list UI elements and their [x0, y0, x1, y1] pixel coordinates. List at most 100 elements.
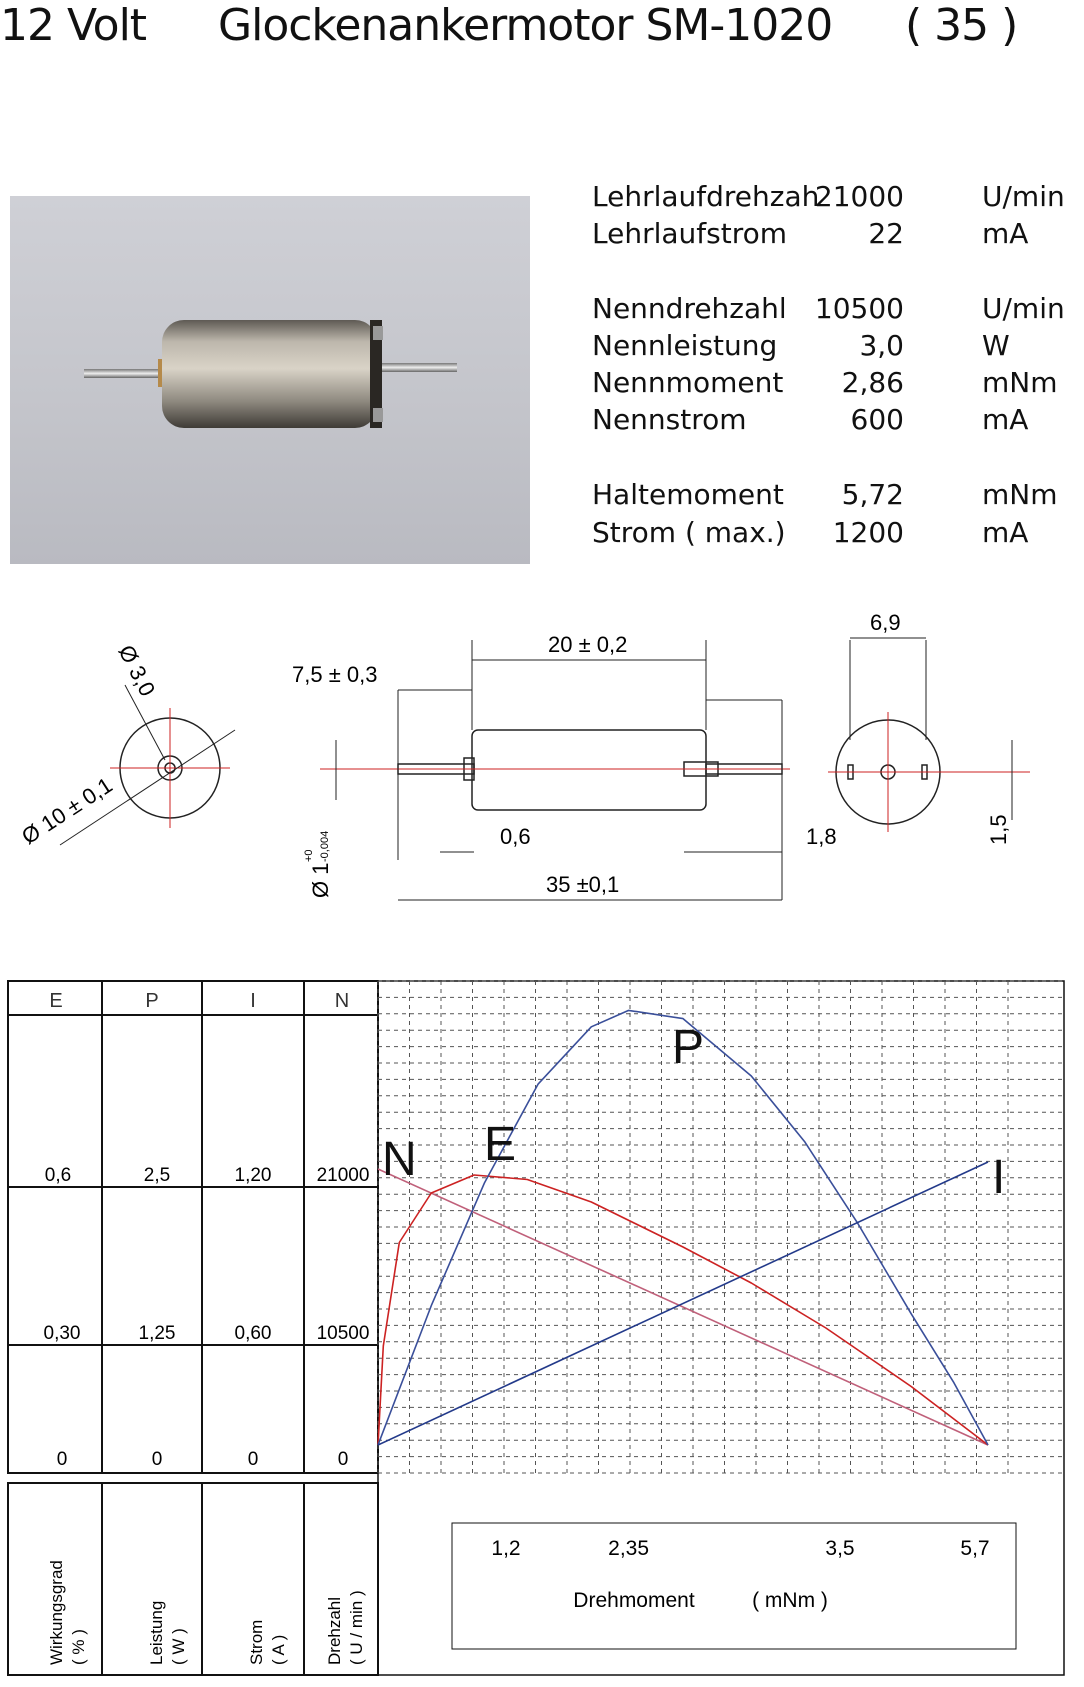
curve-label-i: I: [992, 1151, 1005, 1204]
curve-label-n: N: [382, 1133, 417, 1186]
table-cell: 0,6: [45, 1165, 71, 1186]
spec-label: Haltemoment: [592, 478, 784, 511]
spec-row: Haltemoment 5,72 mNm: [592, 478, 1072, 514]
dim-shaft: Ø 1: [308, 863, 333, 898]
table-cell: 0: [57, 1449, 68, 1470]
spec-row: Nenndrehzahl 10500 U/min: [592, 292, 1072, 328]
dim-total-len: 35 ±0,1: [546, 872, 619, 897]
table-cell: 2,5: [144, 1165, 170, 1186]
curve-i: [377, 1161, 989, 1446]
dim-term-spacing: 6,9: [870, 610, 901, 635]
spec-label: Nennstrom: [592, 403, 747, 436]
table-cell: 0,30: [44, 1323, 81, 1344]
spec-value: 3,0: [859, 329, 904, 362]
spec-value: 1200: [832, 516, 904, 549]
axis-label-power: Leistung: [147, 1601, 166, 1665]
axis-label-efficiency: Wirkungsgrad: [47, 1560, 66, 1665]
dim-shaft-tol-top: +0: [303, 849, 315, 862]
spec-row: Lehrlaufstrom 22 mA: [592, 217, 1072, 253]
chart-svg: E P I N 0,6 2,5 1,20 21000 0,30 1,25 0,6…: [7, 980, 1065, 1676]
title-code: ( 35 ): [905, 0, 1018, 51]
axis-unit-power: ( W ): [169, 1628, 188, 1665]
header-i: I: [250, 990, 256, 1012]
table-cell: 0: [338, 1449, 349, 1470]
title-motor-name: Glockenankermotor SM-1020: [218, 0, 833, 51]
front-view: [59, 684, 236, 846]
table-values: 0,6 2,5 1,20 21000 0,30 1,25 0,60 10500 …: [44, 1165, 370, 1470]
dim-body-dia: Ø 10 ± 0,1: [17, 772, 117, 849]
spec-value: 21000: [814, 180, 904, 213]
dim-collar: 0,6: [500, 824, 531, 849]
x-axis-unit: ( mNm ): [752, 1589, 828, 1612]
spec-row: Nennmoment 2,86 mNm: [592, 366, 1072, 402]
spec-value: 5,72: [841, 478, 904, 511]
table-cell: 1,20: [235, 1165, 272, 1186]
spec-label: Lehrlaufdrehzah: [592, 180, 820, 213]
axis-unit-current: ( A ): [269, 1635, 288, 1665]
curve-label-e: E: [484, 1118, 516, 1171]
curve-label-p: P: [672, 1021, 704, 1074]
spec-unit: U/min: [982, 180, 1065, 213]
table-cell: 0: [152, 1449, 163, 1470]
spec-label: Strom ( max.): [592, 516, 786, 549]
axis-label-speed: Drehzahl: [325, 1597, 344, 1665]
spec-row: Lehrlaufdrehzah 21000 U/min: [592, 180, 1072, 216]
header-n: N: [335, 990, 349, 1012]
title-voltage: 12 Volt: [0, 0, 147, 51]
axis-unit-efficiency: ( % ): [69, 1629, 88, 1665]
page-title: 12 Volt Glockenankermotor SM-1020 ( 35 ): [0, 0, 1084, 60]
spec-unit: mNm: [982, 478, 1058, 511]
spec-unit: mA: [982, 516, 1029, 549]
header-p: P: [145, 990, 158, 1012]
header-e: E: [49, 990, 62, 1012]
curve-e: [377, 1174, 989, 1446]
table-cell: 10500: [317, 1323, 370, 1344]
x-axis-label: Drehmoment: [573, 1589, 695, 1612]
spec-value: 2,86: [841, 366, 904, 399]
spec-unit: U/min: [982, 292, 1065, 325]
x-tick-labels: 1,2 2,35 3,5 5,7: [491, 1537, 989, 1560]
spec-label: Lehrlaufstrom: [592, 217, 788, 250]
spec-unit: W: [982, 329, 1010, 362]
x-tick-label: 3,5: [825, 1537, 854, 1560]
spec-value: 10500: [814, 292, 904, 325]
technical-drawing: Ø 3,0 Ø 10 ± 0,1 20 ± 0,2 7,5 ± 0,3 0,6 …: [0, 600, 1084, 940]
x-tick-label: 5,7: [960, 1537, 989, 1560]
spec-value: 22: [868, 217, 904, 250]
spec-unit: mA: [982, 217, 1029, 250]
table-cell: 21000: [317, 1165, 370, 1186]
spec-label: Nennleistung: [592, 329, 778, 362]
spec-row: Nennleistung 3,0 W: [592, 329, 1072, 365]
axis-label-column: Wirkungsgrad ( % ) Leistung ( W ) Strom …: [47, 1560, 366, 1665]
axis-unit-speed: ( U / min ): [347, 1590, 366, 1665]
dim-body-len: 20 ± 0,2: [548, 632, 627, 657]
curve-labels: N E P I: [382, 1021, 1005, 1204]
spec-unit: mA: [982, 403, 1029, 436]
motor-photo: [10, 196, 530, 564]
spec-label: Nenndrehzahl: [592, 292, 787, 325]
table-cell: 0,60: [235, 1323, 272, 1344]
x-tick-label: 2,35: [608, 1537, 649, 1560]
table-headers: E P I N: [49, 990, 349, 1012]
spec-row: Strom ( max.) 1200 mA: [592, 516, 1072, 552]
spec-unit: mNm: [982, 366, 1058, 399]
table-cell: 0: [248, 1449, 259, 1470]
chart-curves: [377, 1009, 989, 1446]
dim-shaft-front: 7,5 ± 0,3: [292, 662, 377, 687]
spec-label: Nennmoment: [592, 366, 784, 399]
dim-shaft-tol-bot: -0,004: [319, 831, 331, 862]
table-cell: 1,25: [139, 1323, 176, 1344]
axis-label-current: Strom: [247, 1620, 266, 1665]
curve-n: [377, 1168, 989, 1446]
x-tick-label: 1,2: [491, 1537, 520, 1560]
dim-term-height: 1,5: [986, 814, 1011, 845]
dim-shaft-dia: Ø 3,0: [114, 641, 161, 700]
side-view: [320, 640, 790, 901]
dim-rear: 1,8: [806, 824, 837, 849]
characteristic-chart: E P I N 0,6 2,5 1,20 21000 0,30 1,25 0,6…: [0, 975, 1084, 1682]
spec-row: Nennstrom 600 mA: [592, 403, 1072, 439]
rear-view: [828, 637, 1030, 832]
spec-value: 600: [850, 403, 904, 436]
chart-grid: [377, 980, 1064, 1474]
curve-p: [377, 1009, 989, 1446]
